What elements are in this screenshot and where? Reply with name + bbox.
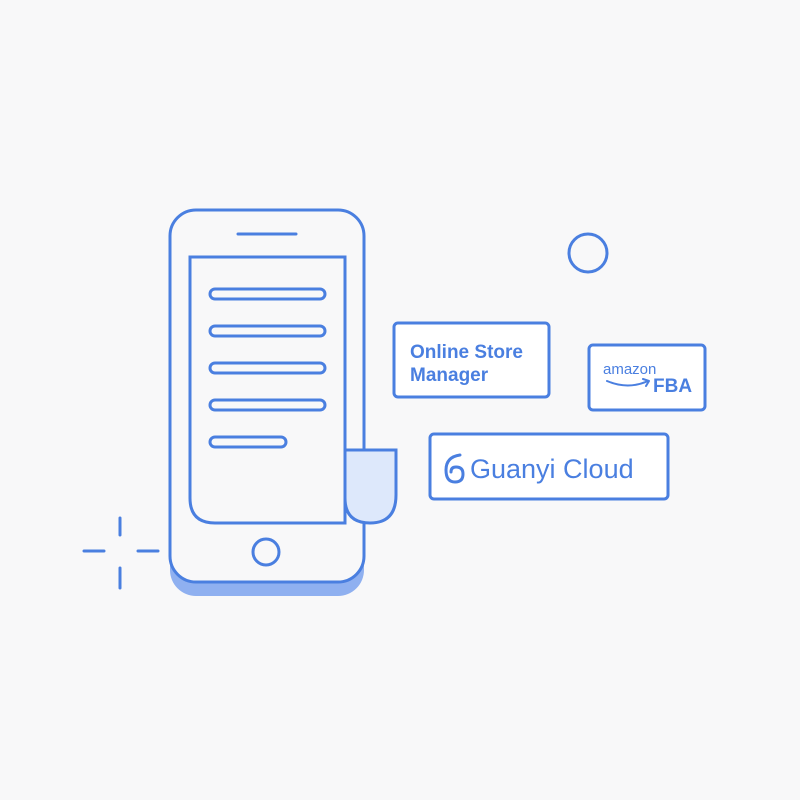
online-store-manager-line1: Online Store bbox=[410, 342, 523, 363]
online-store-manager-line2: Manager bbox=[410, 365, 489, 386]
amazon-smile-icon bbox=[606, 380, 649, 387]
phone-side-tab bbox=[343, 448, 398, 525]
circle-icon bbox=[567, 232, 609, 274]
phone-screen bbox=[188, 255, 347, 525]
content-line bbox=[208, 287, 327, 301]
sparkle-icon bbox=[82, 516, 160, 590]
guanyi-cloud-badge: Guanyi Cloud bbox=[428, 432, 670, 501]
amazon-fba-card bbox=[587, 343, 707, 412]
amazon-brand-text: amazon bbox=[603, 361, 656, 378]
online-store-manager-badge: Online Store Manager bbox=[392, 321, 551, 399]
screen-content-lines bbox=[208, 287, 327, 449]
online-store-manager-card bbox=[392, 321, 551, 399]
guanyi-cloud-label: Guanyi Cloud bbox=[470, 454, 634, 484]
guanyi-cloud-card bbox=[428, 432, 670, 501]
content-line bbox=[208, 324, 327, 338]
phone-home-button bbox=[251, 537, 281, 567]
amazon-smile-arrow-icon bbox=[642, 378, 650, 387]
amazon-fba-service-text: FBA bbox=[653, 376, 692, 397]
guanyi-logo-icon bbox=[444, 453, 465, 484]
content-line bbox=[208, 361, 327, 375]
content-line bbox=[208, 398, 327, 412]
amazon-fba-badge: amazon FBA bbox=[587, 343, 707, 412]
phone bbox=[168, 208, 398, 596]
content-line bbox=[208, 435, 288, 449]
